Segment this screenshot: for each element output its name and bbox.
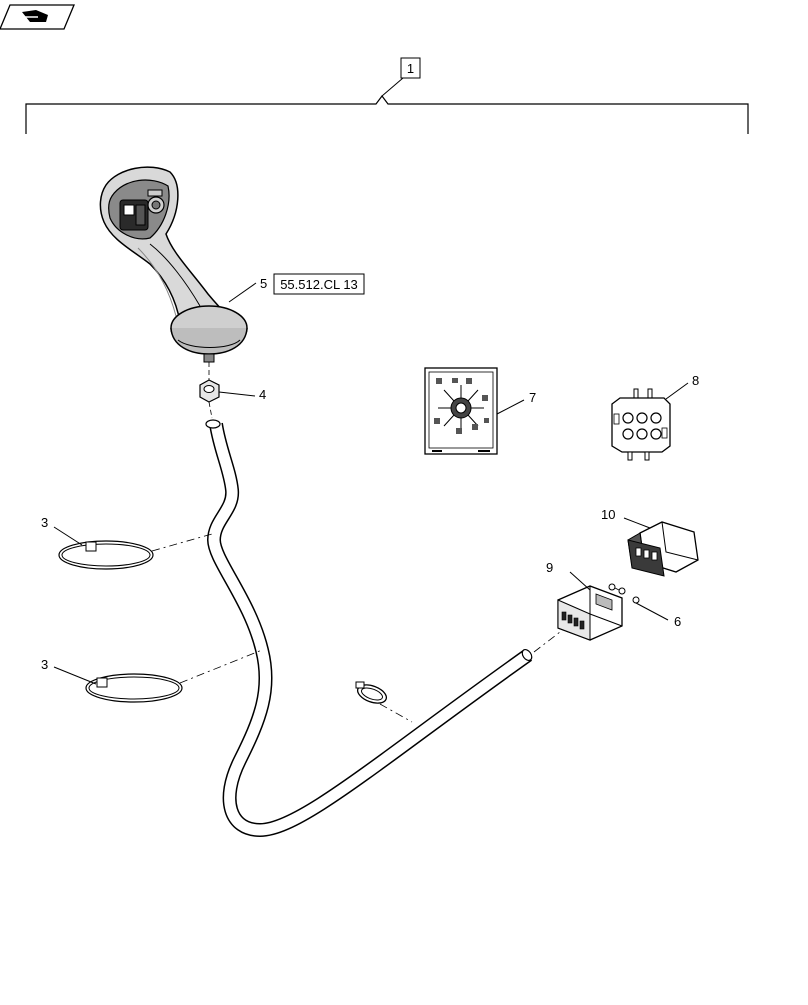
joystick-handle	[99, 166, 248, 363]
cable-tie-upper	[58, 540, 154, 570]
callout-5-label: 5	[260, 276, 267, 291]
connector-10	[627, 521, 699, 577]
callout-3-upper-label: 3	[41, 515, 48, 530]
reference-box: 55.512.CL 13	[273, 273, 365, 295]
callout-10-label: 10	[601, 507, 615, 522]
callout-4-label: 4	[259, 387, 266, 402]
next-page-icon[interactable]	[0, 4, 75, 30]
terminal-pins	[608, 583, 640, 604]
cable-tie-lower	[85, 673, 183, 703]
callout-1-label: 1	[407, 61, 414, 76]
reference-label: 55.512.CL 13	[280, 277, 358, 292]
cable-clip	[355, 681, 388, 704]
hex-nut	[199, 379, 220, 403]
callout-6-label: 6	[674, 614, 681, 629]
assembly-bracket	[25, 77, 749, 134]
decal	[424, 367, 498, 455]
callout-1: 1	[400, 57, 421, 79]
callout-8-label: 8	[692, 373, 699, 388]
connector-9	[557, 585, 623, 641]
cable-harness	[205, 419, 533, 838]
callout-7-label: 7	[529, 390, 536, 405]
callout-9-label: 9	[546, 560, 553, 575]
connector-8	[611, 388, 671, 461]
callout-3-lower-label: 3	[41, 657, 48, 672]
